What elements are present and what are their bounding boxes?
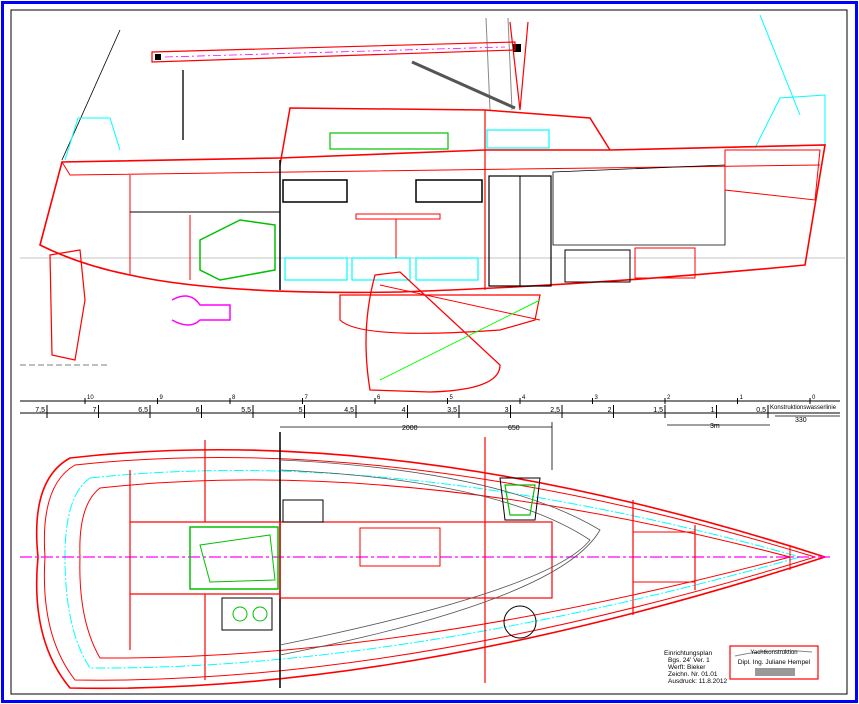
dim-330: 330 <box>795 417 807 424</box>
scale-bottom-labels: 7,5 7 6,5 6 5,5 5 4,5 4 3,5 3 2,5 2 1,5 1 0,5 <box>35 405 769 418</box>
scale-bottom-label: 3 <box>505 407 509 414</box>
plan-view <box>20 432 830 690</box>
scale-bottom-label: 5,5 <box>241 407 251 414</box>
scale-bottom-label: 3,5 <box>447 407 457 414</box>
scale-top-label: 0 <box>812 395 816 401</box>
dim-650: 650 <box>508 425 520 432</box>
scale-bottom-label: 7 <box>93 407 97 414</box>
scale-top-label: 5 <box>450 395 454 401</box>
scale-bottom-label: 6,5 <box>138 407 148 414</box>
scale-bottom-label: 7,5 <box>35 407 45 414</box>
scale-bottom-label: 4 <box>402 407 406 414</box>
scale-top-label: 7 <box>305 395 309 401</box>
scale-bottom-label: 4,5 <box>344 407 354 414</box>
scale-top-label: 9 <box>160 395 164 401</box>
dim-2000: 2000 <box>402 425 418 432</box>
scale-bar <box>20 400 840 414</box>
designer-name: Dipl. Ing. Juliane Hempel <box>738 659 811 666</box>
info-line3: Werft: Bieker <box>668 664 706 671</box>
firm-name: Yachtkonstruktion <box>750 650 797 656</box>
scale-top-label: 8 <box>232 395 236 401</box>
dimension-lines <box>280 415 840 470</box>
scale-top-label: 1 <box>740 395 744 401</box>
info-title: Einrichtungsplan <box>664 650 712 657</box>
scale-bottom-label: 2,5 <box>550 407 560 414</box>
scale-top-label: 6 <box>377 395 381 401</box>
scale-top-label: 2 <box>667 395 671 401</box>
info-line2: Bgs. 24' Ver. 1 <box>668 657 710 664</box>
info-line5: Ausdruck: 11.8.2012 <box>668 678 728 685</box>
scale-top-label: 10 <box>87 395 94 401</box>
scale-bottom-label: 2 <box>608 407 612 414</box>
drawing-info: Einrichtungsplan Bgs. 24' Ver. 1 Werft: … <box>664 650 728 685</box>
scale-bottom-label: 6 <box>196 407 200 414</box>
dim-3m: 3m <box>710 423 720 430</box>
scale-bottom-label: 5 <box>299 407 303 414</box>
title-block: Yachtkonstruktion Dipl. Ing. Juliane Hem… <box>729 645 819 680</box>
waterline-label: Konstruktionswasserlinie <box>770 405 837 411</box>
side-view <box>20 14 845 393</box>
inner-frame <box>10 9 848 695</box>
scale-bottom-label: 1,5 <box>653 407 663 414</box>
scale-bottom-label: 1 <box>711 407 715 414</box>
scale-top-label: 3 <box>595 395 599 401</box>
scale-top-label: 4 <box>522 395 526 401</box>
info-line4: Zeichn. Nr. 01.01 <box>668 671 718 678</box>
scale-bottom-label: 0,5 <box>756 407 766 414</box>
